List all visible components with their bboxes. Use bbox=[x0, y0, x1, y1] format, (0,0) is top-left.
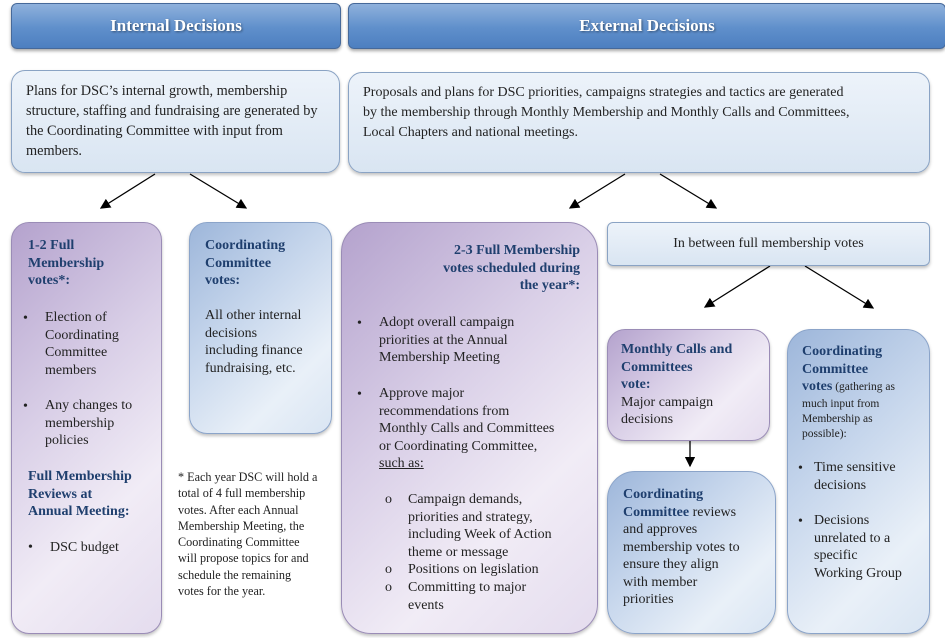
external-intro-line: by the membership through Monthly Member… bbox=[363, 105, 850, 120]
arrow-internal-right bbox=[189, 173, 248, 209]
internal-full-membership-box: 1-2 Full Membership votes*: • Election o… bbox=[11, 222, 162, 634]
internal-bullet-election: Election of Coordinating Committee membe… bbox=[45, 310, 119, 378]
internal-intro-box: Plans for DSC’s internal growth, members… bbox=[11, 70, 340, 173]
external-sub-campaign: Campaign demands, priorities and strateg… bbox=[408, 492, 552, 560]
external-decisions-title: External Decisions bbox=[579, 16, 715, 35]
bullet-dot: • bbox=[28, 540, 33, 555]
cc-review-box: Coordinating Committee reviews and appro… bbox=[607, 471, 776, 634]
external-full-votes-title: 2-3 Full Membership votes scheduled duri… bbox=[443, 243, 580, 293]
external-bullet-adopt: Adopt overall campaign priorities at the… bbox=[379, 315, 515, 365]
bullet-dot: • bbox=[798, 461, 803, 476]
bullet-dot: • bbox=[357, 316, 362, 331]
bullet-dot: • bbox=[23, 399, 28, 414]
internal-reviews-title: Full Membership Reviews at Annual Meetin… bbox=[28, 469, 132, 519]
external-full-membership-box: 2-3 Full Membership votes scheduled duri… bbox=[341, 222, 598, 634]
external-cc-bullet-unrelated: Decisions unrelated to a specific Workin… bbox=[814, 513, 902, 581]
arrow-between-left bbox=[703, 265, 771, 308]
such-as-label: such as: bbox=[379, 456, 424, 471]
cc-review-text: Coordinating Committee reviews and appro… bbox=[623, 487, 740, 607]
internal-full-votes-title: 1-2 Full Membership votes*: bbox=[28, 238, 105, 288]
arrow-external-right bbox=[659, 173, 718, 209]
external-intro-box: Proposals and plans for DSC priorities, … bbox=[348, 72, 930, 173]
internal-cc-body: All other internal decisions including f… bbox=[205, 308, 303, 376]
external-cc-bullet-time: Time sensitive decisions bbox=[814, 460, 896, 493]
bullet-dot: • bbox=[798, 514, 803, 529]
monthly-calls-box: Monthly Calls and Committees vote: Major… bbox=[607, 329, 770, 441]
internal-bullet-budget: DSC budget bbox=[50, 540, 119, 555]
internal-intro-text: Plans for DSC’s internal growth, members… bbox=[26, 83, 318, 159]
arrow-external-left bbox=[568, 173, 626, 209]
external-decisions-header: External Decisions bbox=[348, 3, 945, 49]
external-sub-events: Committing to major events bbox=[408, 580, 527, 613]
in-between-box: In between full membership votes bbox=[607, 222, 930, 266]
bullet-dot: • bbox=[357, 387, 362, 402]
external-sub-legislation: Positions on legislation bbox=[408, 562, 539, 577]
sub-bullet-circle: o bbox=[385, 580, 392, 595]
internal-cc-votes-box: Coordinating Committee votes: All other … bbox=[189, 222, 332, 434]
external-cc-votes-box: Coordinating Committee votes (gathering … bbox=[787, 329, 930, 634]
bullet-dot: • bbox=[23, 311, 28, 326]
sub-bullet-circle: o bbox=[385, 562, 392, 577]
in-between-text: In between full membership votes bbox=[673, 236, 864, 251]
internal-cc-title: Coordinating Committee votes: bbox=[205, 238, 286, 288]
arrow-between-right bbox=[804, 265, 875, 309]
external-bullet-approve: Approve major recommendations from Month… bbox=[379, 386, 555, 471]
external-intro-line: Proposals and plans for DSC priorities, … bbox=[363, 85, 844, 100]
external-cc-votes-title: Coordinating Committee votes (gathering … bbox=[802, 344, 895, 440]
arrow-internal-left bbox=[99, 173, 156, 209]
internal-bullet-policies: Any changes to membership policies bbox=[45, 398, 133, 448]
external-intro-line: Local Chapters and national meetings. bbox=[363, 125, 578, 140]
internal-decisions-header: Internal Decisions bbox=[11, 3, 341, 49]
internal-decisions-title: Internal Decisions bbox=[110, 16, 242, 35]
monthly-calls-text: Monthly Calls and Committees vote: Major… bbox=[621, 342, 733, 427]
sub-bullet-circle: o bbox=[385, 492, 392, 507]
footnote: * Each year DSC will hold a total of 4 f… bbox=[178, 470, 318, 599]
